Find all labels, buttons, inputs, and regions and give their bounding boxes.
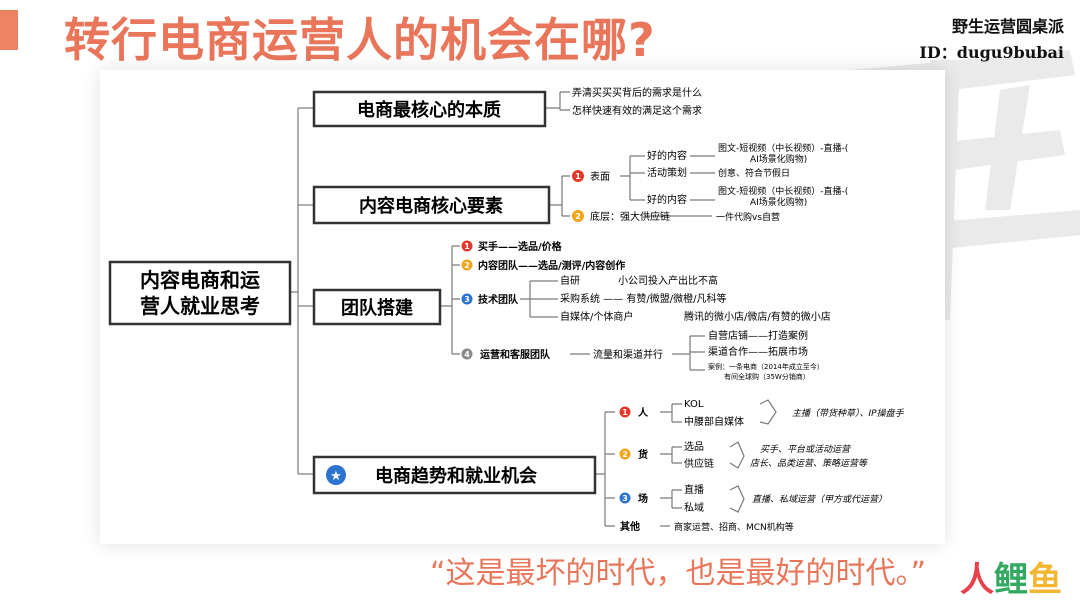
branch3-sub4-r3-line1: 案例：一条电商（2014年成立至今） bbox=[708, 362, 824, 371]
branch2-sub2-value: 一件代购vs自营 bbox=[716, 211, 780, 223]
logo-char-1: 人 bbox=[960, 560, 994, 600]
branch3-title: 团队搭建 bbox=[341, 297, 413, 319]
branch-trends-opportunities[interactable]: ★ 电商趋势和就业机会 bbox=[312, 455, 597, 495]
branch4-sub3-note: 直播、私域运营（甲方或代运营） bbox=[752, 494, 887, 505]
brand-name: 野生运营圆桌派 bbox=[951, 17, 1064, 36]
page-title: 转行电商运营人的机会在哪? bbox=[64, 13, 656, 67]
badge-blue-icon bbox=[619, 492, 631, 504]
star-icon bbox=[326, 465, 346, 485]
branch4-sub1-r2: 中腰部自媒体 bbox=[684, 415, 744, 428]
badge-number: 2 bbox=[622, 450, 628, 459]
branch2-g3-line1: 图文-短视频（中长视频）-直播-( bbox=[718, 185, 848, 197]
branch4-sub3-label: 场 bbox=[638, 492, 648, 505]
branch3-sub4-r3-line2: 有间全球购（35W分销商） bbox=[724, 372, 810, 381]
branch3-sub3-label: 技术团队 bbox=[478, 293, 519, 306]
badge-grey-icon bbox=[461, 348, 473, 360]
logo-char-3: 鱼 bbox=[1028, 560, 1062, 600]
branch1-title: 电商最核心的本质 bbox=[357, 99, 501, 121]
branch2-g2-value: 创意、符合节假日 bbox=[718, 167, 790, 179]
branch4-sub3-r1: 直播 bbox=[684, 483, 704, 496]
branch4-sub1-r1: KOL bbox=[684, 399, 704, 410]
branch4-title: 电商趋势和就业机会 bbox=[375, 465, 537, 487]
branch4-sub2-r1: 选品 bbox=[684, 440, 704, 453]
badge-number: 1 bbox=[575, 172, 581, 181]
badge-number: 2 bbox=[464, 261, 470, 270]
badge-red-icon bbox=[461, 240, 473, 252]
root-line-1: 内容电商和运 bbox=[140, 268, 260, 292]
branch3-sub1-label: 买手——选品/价格 bbox=[478, 240, 563, 253]
badge-number: 3 bbox=[622, 494, 628, 503]
branch3-tech-r1-label: 自研 bbox=[560, 274, 580, 287]
brand-id: ID：dugu9bubai bbox=[919, 43, 1064, 62]
badge-number: 1 bbox=[622, 408, 628, 417]
branch4-sub2-note2: 店长、品类运营、策略运营等 bbox=[750, 458, 869, 469]
mindmap: 内容电商和运 营人就业思考 电商最核心的本质 弄清买买买背后的需求是什么 怎样快… bbox=[108, 86, 905, 533]
branch2-sub2-label: 底层：强大供应链 bbox=[590, 210, 670, 223]
branch1-item-1: 弄清买买买背后的需求是什么 bbox=[572, 86, 702, 99]
branch4-other-value: 商家运营、招商、MCN机构等 bbox=[674, 521, 794, 533]
badge-orange-icon bbox=[461, 259, 473, 271]
branch2-title: 内容电商核心要素 bbox=[359, 195, 503, 217]
footer-quote: “这是最坏的时代，也是最好的时代。” bbox=[430, 556, 927, 591]
badge-red-icon bbox=[619, 406, 631, 418]
branch3-tech-r3-value: 腾讯的微小店/微店/有赞的微小店 bbox=[684, 310, 831, 323]
badge-number: 3 bbox=[464, 295, 470, 304]
badge-number: 4 bbox=[464, 350, 470, 359]
root-line-2: 营人就业思考 bbox=[140, 294, 260, 318]
branch3-tech-r1-value: 小公司投入产出比不高 bbox=[618, 274, 718, 287]
branch-core-essence[interactable]: 电商最核心的本质 bbox=[312, 90, 547, 128]
branch2-sub1-label: 表面 bbox=[590, 170, 610, 183]
branch2-g3-line2: AI场景化购物) bbox=[750, 196, 807, 208]
badge-orange-icon bbox=[619, 448, 631, 460]
branch3-sub4-label: 运营和客服团队 bbox=[480, 348, 551, 361]
branch4-sub2-label: 货 bbox=[638, 448, 648, 461]
branch2-g2-label: 活动策划 bbox=[647, 166, 687, 179]
branch4-other-label: 其他 bbox=[620, 520, 640, 533]
badge-number: 1 bbox=[464, 242, 470, 251]
branch4-sub1-note: 主播（带货种草）、IP操盘手 bbox=[792, 408, 905, 419]
branch3-tech-r3-label: 自媒体/个体商户 bbox=[560, 310, 633, 323]
badge-blue-icon bbox=[461, 293, 473, 305]
root-node[interactable]: 内容电商和运 营人就业思考 bbox=[108, 260, 292, 326]
branch3-sub4-r1: 自营店铺——打造案例 bbox=[708, 329, 808, 342]
branch4-sub1-label: 人 bbox=[638, 406, 649, 419]
branch4-sub2-r2: 供应链 bbox=[684, 457, 714, 470]
badge-orange-icon bbox=[572, 210, 584, 222]
brand-block: 野生运营圆桌派 ID：dugu9bubai bbox=[919, 14, 1064, 66]
branch-team-building[interactable]: 团队搭建 bbox=[312, 288, 442, 326]
badge-number: 2 bbox=[575, 212, 581, 221]
accent-bar bbox=[0, 10, 18, 50]
branch1-item-2: 怎样快速有效的满足这个需求 bbox=[572, 104, 702, 117]
mindmap-connectors bbox=[290, 91, 777, 527]
branch2-g3-label: 好的内容 bbox=[647, 193, 687, 206]
branch3-sub4-r2: 渠道合作——拓展市场 bbox=[708, 345, 808, 358]
branch4-sub3-r2: 私域 bbox=[684, 501, 704, 514]
branch3-tech-r2: 采购系统 —— 有赞/微盟/微橙/凡科等 bbox=[560, 292, 726, 305]
corner-logo: 人鲤鱼 bbox=[960, 552, 1062, 601]
branch-content-elements[interactable]: 内容电商核心要素 bbox=[312, 185, 551, 225]
branch3-sub4-mid: 流量和渠道并行 bbox=[593, 348, 663, 361]
branch4-sub2-note1: 买手、平台或活动运营 bbox=[760, 444, 852, 455]
logo-char-2: 鲤 bbox=[994, 560, 1028, 600]
branch2-g1-label: 好的内容 bbox=[647, 149, 687, 162]
branch3-sub2-label: 内容团队——选品/测评/内容创作 bbox=[478, 259, 625, 272]
badge-red-icon bbox=[572, 170, 584, 182]
branch2-g1-line1: 图文-短视频（中长视频）-直播-( bbox=[718, 142, 848, 154]
branch2-g1-line2: AI场景化购物) bbox=[750, 153, 807, 165]
star-glyph: ★ bbox=[330, 469, 342, 484]
mindmap-board: 内容电商和运 营人就业思考 电商最核心的本质 弄清买买买背后的需求是什么 怎样快… bbox=[100, 70, 945, 544]
